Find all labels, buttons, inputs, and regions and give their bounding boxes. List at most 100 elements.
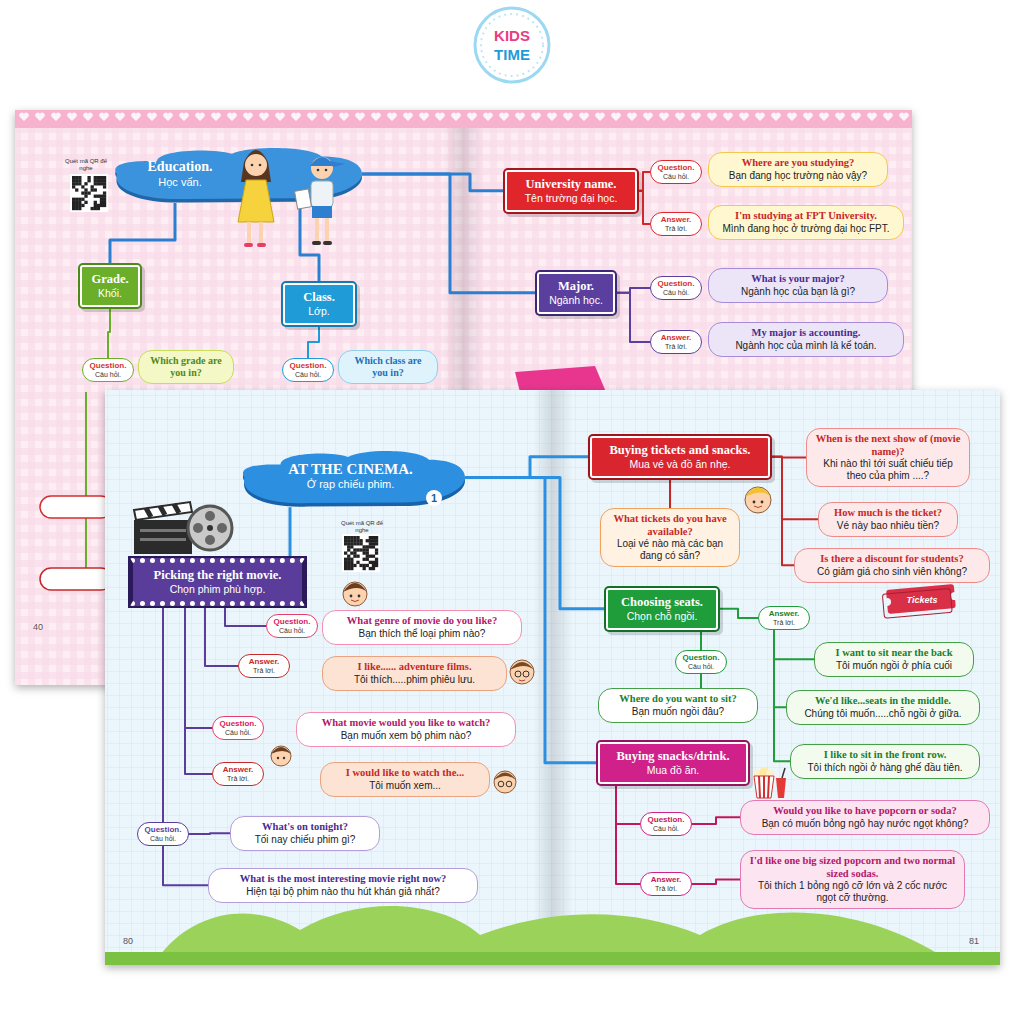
boy-face — [358, 595, 361, 598]
qr-code — [103, 191, 106, 194]
node-heading: What is the most interesting movie right… — [217, 873, 469, 886]
node-subtext: Câu hỏi. — [86, 371, 130, 379]
topic-banner: Class.Lớp. — [283, 283, 355, 325]
node-heading: AT THE CINEMA. — [270, 460, 431, 478]
connector — [770, 457, 794, 566]
qr-code — [72, 207, 75, 210]
blond-face — [745, 488, 771, 498]
film-reel — [188, 506, 232, 550]
qr-code — [344, 536, 347, 539]
node-heading: Question. — [86, 361, 130, 371]
back-page — [40, 568, 112, 590]
node-heading: Buying snacks/drink. — [608, 749, 738, 764]
node-subtext: Câu hỏi. — [644, 825, 688, 833]
node-subtext: Câu hỏi. — [270, 627, 314, 635]
popcorn-and-soda — [782, 768, 785, 778]
node-heading: Is there a discount for students? — [803, 553, 981, 566]
qr-code — [356, 555, 359, 558]
logo-text: KIDS — [482, 27, 542, 45]
node-heading: Question. — [141, 825, 185, 835]
connector — [718, 609, 758, 618]
qr-code — [75, 182, 78, 185]
node-heading: I'd like one big sized popcorn and two n… — [749, 855, 956, 880]
qr-code — [347, 545, 350, 548]
front-page — [160, 906, 940, 955]
node-heading: Buying tickets and snacks. — [600, 443, 760, 458]
boy-figure — [312, 206, 332, 218]
ticket-text: Tickets — [894, 595, 950, 606]
label-pill: Question.Câu hỏi. — [640, 812, 692, 836]
connector — [774, 630, 814, 659]
node-subtext: Khối. — [90, 287, 130, 300]
qr-code — [347, 564, 350, 567]
topic-banner: University name.Tên trường đại học. — [505, 170, 637, 212]
node-subtext: Chọn phim phù hợp. — [141, 583, 294, 596]
boy-face — [343, 582, 367, 606]
qr-code — [372, 555, 375, 558]
qr-code — [372, 539, 375, 542]
node-subtext: Chúng tôi muốn.....chỗ ngồi ở giữa. — [795, 708, 971, 720]
qr-code — [350, 542, 353, 545]
glasses-face — [506, 781, 512, 787]
qr-code — [78, 176, 81, 179]
node-subtext: Ngành học của bạn là gì? — [717, 286, 879, 298]
qr-code — [344, 564, 347, 567]
node-heading: Major. — [547, 279, 605, 294]
node-subtext: Mua đồ ăn. — [608, 764, 738, 777]
label-pill: Answer.Trả lời. — [650, 330, 702, 354]
node-subtext: Mình đang học ở trường đại học FPT. — [717, 223, 895, 235]
qr-code — [75, 176, 78, 179]
boy-figure — [311, 157, 333, 179]
node-subtext: Câu hỏi. — [216, 729, 260, 737]
node-subtext: Vé này bao nhiêu tiền? — [827, 520, 949, 532]
node-heading: I would like to watch the... — [329, 767, 481, 780]
girl-figure — [259, 164, 262, 167]
popcorn-and-soda — [776, 778, 786, 798]
back-page — [515, 366, 606, 392]
qr-code — [350, 561, 353, 564]
glasses-face — [494, 771, 516, 793]
qr-code — [363, 558, 366, 561]
qr-code — [347, 542, 350, 545]
qr-code — [342, 534, 380, 572]
topic-banner: Major.Ngành học. — [537, 272, 615, 314]
node-heading: We'd like...seats in the middle. — [795, 695, 971, 708]
qr-code — [363, 548, 366, 551]
node-heading: I'm studying at FPT University. — [717, 210, 895, 223]
speech-bubble: What movie would you like to watch?Bạn m… — [296, 712, 516, 747]
node-heading: I like to sit in the front row. — [799, 749, 971, 762]
qr-code — [97, 176, 100, 179]
node-subtext: Tên trường đại học. — [515, 192, 627, 205]
node-heading: Grade. — [90, 272, 130, 287]
callout-number: 1 — [426, 490, 442, 506]
speech-bubble: Is there a discount for students?Có giảm… — [794, 548, 990, 583]
node-subtext: Câu hỏi. — [654, 173, 698, 181]
ticket — [882, 584, 960, 619]
node-subtext: Mua vé và đồ ăn nhẹ. — [600, 458, 760, 471]
qr-code — [103, 198, 106, 201]
qr-code — [94, 188, 97, 191]
connector — [637, 191, 650, 224]
boy-face — [283, 757, 285, 759]
qr-code — [350, 564, 353, 567]
node-subtext: Có giảm giá cho sinh viên không? — [803, 566, 981, 578]
qr-code — [78, 198, 81, 201]
qr-code — [72, 182, 75, 185]
glasses-face — [519, 680, 525, 681]
boy-figure — [315, 218, 319, 242]
node-heading: University name. — [515, 177, 627, 192]
node-subtext: Khi nào thì tới suất chiếu tiếp theo của… — [815, 458, 961, 482]
qr-code — [369, 567, 372, 570]
blond-face — [745, 487, 771, 513]
qr-code — [78, 179, 81, 182]
node-heading: What genre of movie do you like? — [331, 615, 513, 628]
node-subtext: Tôi thích ngồi ở hàng ghế đầu tiên. — [799, 762, 971, 774]
qr-code — [94, 207, 97, 210]
qr-code — [375, 536, 378, 539]
qr-code — [75, 198, 78, 201]
connector — [110, 203, 175, 265]
node-heading: Question. — [654, 163, 698, 173]
label-pill: Answer.Trả lời. — [640, 872, 692, 896]
qr-code — [347, 536, 350, 539]
boy-face — [271, 746, 291, 766]
